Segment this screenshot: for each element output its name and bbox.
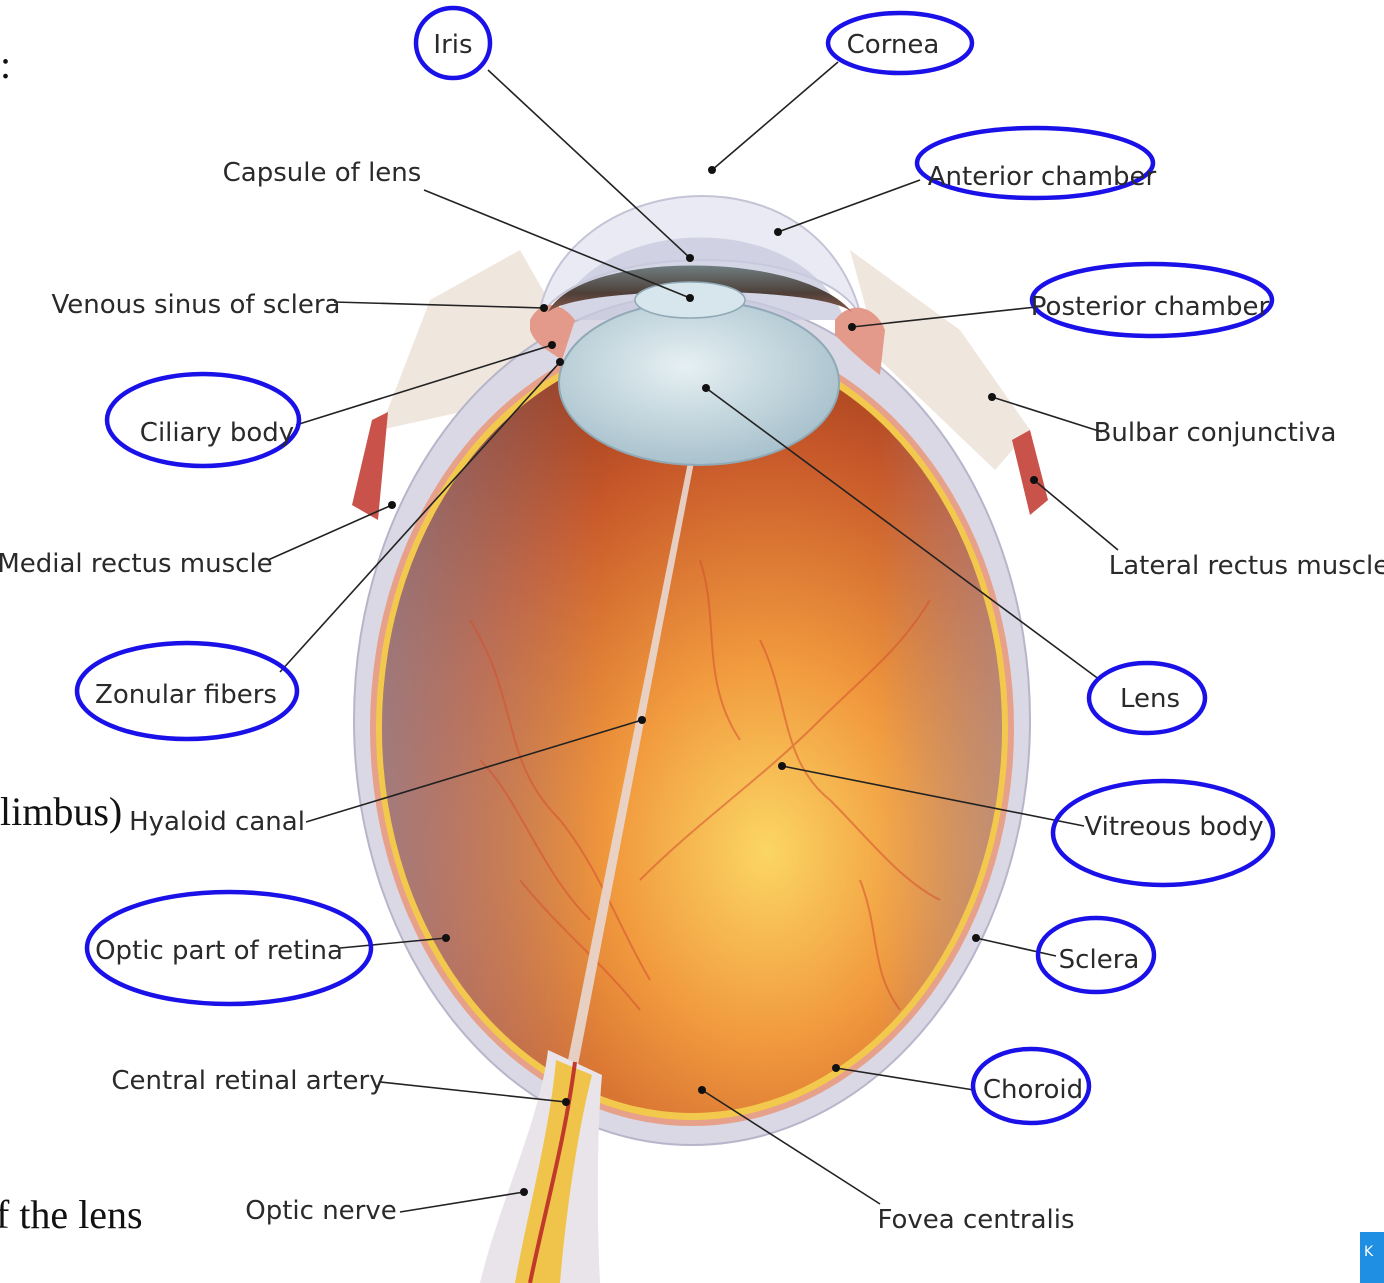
eyeball-illustration	[352, 196, 1048, 1283]
label-central-retinal-artery: Central retinal artery	[111, 1066, 384, 1096]
fragment-limbus: limbus)	[0, 789, 122, 834]
label-medial-rectus: Medial rectus muscle	[0, 549, 273, 579]
label-anterior-chamber: Anterior chamber	[928, 162, 1157, 192]
label-optic-nerve: Optic nerve	[245, 1196, 397, 1226]
label-ciliary-body: Ciliary body	[140, 418, 294, 448]
label-bulbar-conjunctiva: Bulbar conjunctiva	[1094, 418, 1337, 448]
label-capsule-of-lens: Capsule of lens	[223, 158, 422, 188]
label-iris: Iris	[433, 30, 472, 60]
label-cornea: Cornea	[847, 30, 940, 60]
label-hyaloid-canal: Hyaloid canal	[129, 807, 305, 837]
fragment-the-lens: f the lens	[0, 1192, 143, 1237]
medial-rectus-shape	[352, 412, 388, 520]
fragment-colon: :	[0, 42, 11, 87]
lens-shape	[559, 301, 839, 465]
label-sclera: Sclera	[1059, 945, 1140, 975]
watermark-badge: K	[1360, 1232, 1384, 1283]
label-lens: Lens	[1120, 684, 1180, 714]
label-posterior-chamber: Posterior chamber	[1031, 292, 1270, 322]
label-zonular-fibers: Zonular fibers	[95, 680, 277, 710]
lateral-rectus-shape	[1012, 430, 1048, 515]
label-choroid: Choroid	[983, 1075, 1083, 1105]
label-optic-retina: Optic part of retina	[95, 936, 343, 966]
label-lateral-rectus: Lateral rectus muscle	[1109, 551, 1384, 581]
label-vitreous-body: Vitreous body	[1084, 812, 1263, 842]
label-fovea-centralis: Fovea centralis	[877, 1205, 1074, 1235]
label-venous-sinus: Venous sinus of sclera	[52, 290, 341, 320]
slide-text-fragments: : limbus) f the lens	[0, 42, 143, 1237]
